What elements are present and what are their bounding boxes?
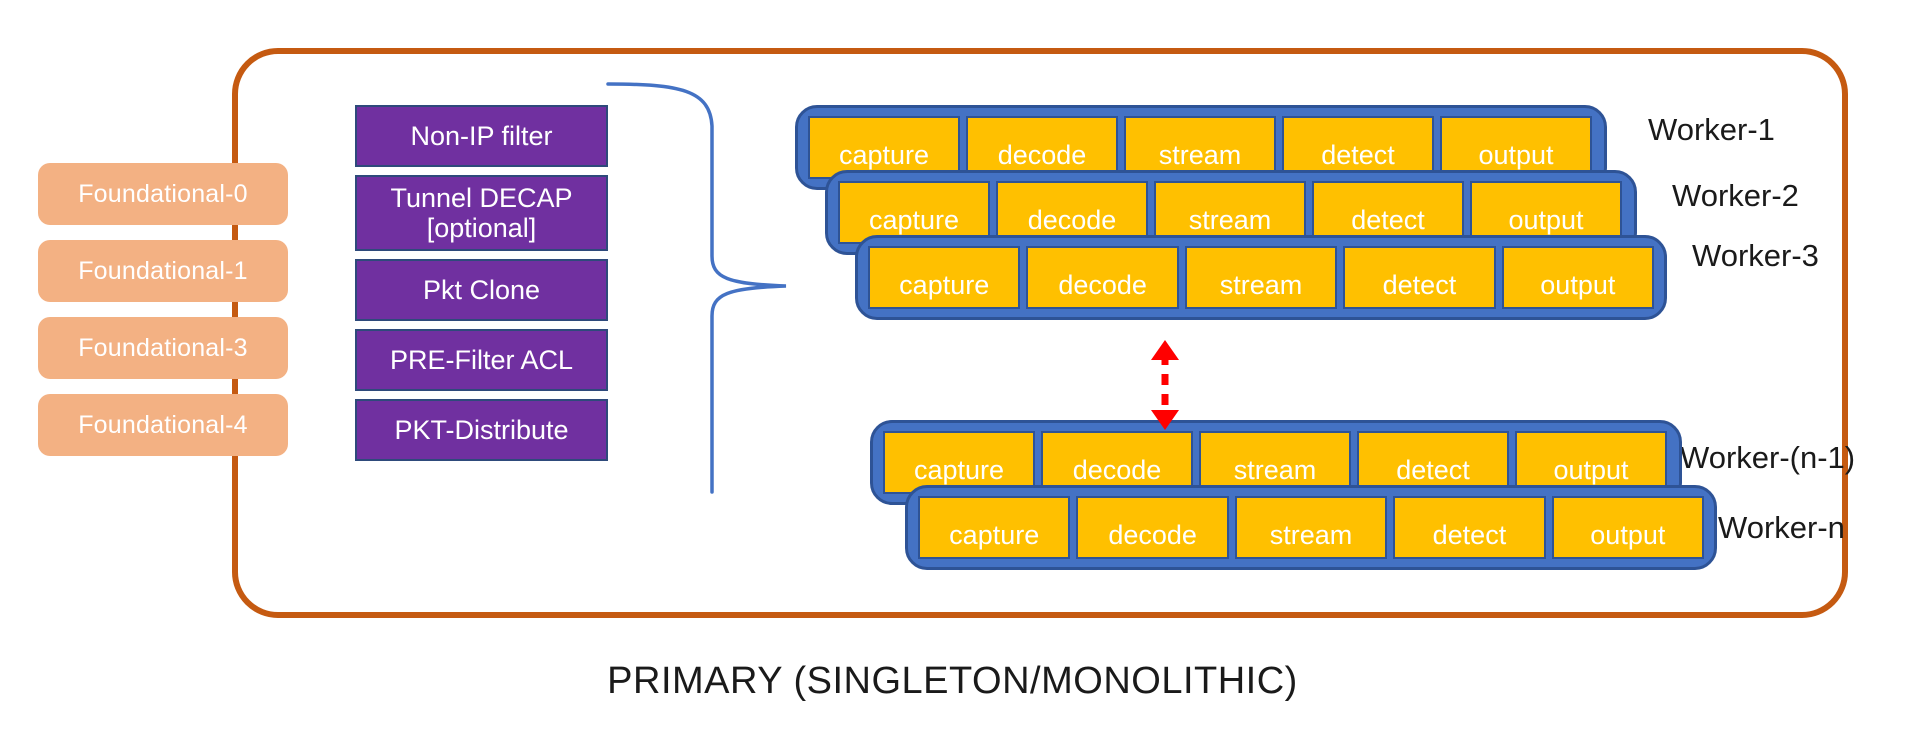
stage-label: output — [1540, 270, 1616, 300]
pipeline-stage-capture[interactable]: capture — [838, 181, 990, 244]
stage-label: stream — [1219, 270, 1303, 300]
curly-brace-right-icon — [606, 82, 787, 494]
pipeline-stage-decode[interactable]: decode — [1076, 496, 1229, 559]
stage-label: detect — [1321, 140, 1395, 170]
pipeline-stage-detect[interactable]: detect — [1282, 116, 1434, 179]
worker-row-n[interactable]: capture decode stream detect output — [905, 485, 1717, 570]
pipeline-stage-detect[interactable]: detect — [1393, 496, 1546, 559]
stage-label: stream — [1269, 520, 1353, 550]
pipeline-stage-output[interactable]: output — [1470, 181, 1622, 244]
primary-stage-label-3: PRE-Filter ACL — [389, 344, 574, 375]
stage-label: decode — [1027, 205, 1117, 235]
foundational-box-0[interactable]: Foundational-0 — [38, 163, 288, 225]
stage-label: output — [1553, 455, 1629, 485]
pipeline-stage-detect[interactable]: detect — [1343, 246, 1496, 309]
stage-label: capture — [838, 140, 930, 170]
stage-label: decode — [1072, 455, 1162, 485]
pipeline-stage-output[interactable]: output — [1551, 496, 1705, 559]
foundational-label-2: Foundational-3 — [78, 333, 248, 362]
stage-label: output — [1590, 520, 1666, 550]
primary-stage-pkt-distribute[interactable]: PKT-Distribute — [355, 399, 608, 461]
stage-label: stream — [1233, 455, 1317, 485]
worker-label-n: Worker-n — [1718, 510, 1845, 545]
stage-label: stream — [1158, 140, 1242, 170]
stage-label: stream — [1188, 205, 1272, 235]
stage-label: detect — [1396, 455, 1470, 485]
stage-label: decode — [997, 140, 1087, 170]
foundational-label-3: Foundational-4 — [78, 410, 248, 439]
pipeline-stage-decode[interactable]: decode — [966, 116, 1118, 179]
pipeline-stage-decode[interactable]: decode — [1041, 431, 1193, 494]
worker-label-2: Worker-2 — [1672, 178, 1799, 213]
foundational-box-2[interactable]: Foundational-3 — [38, 317, 288, 379]
pipeline-stage-capture[interactable]: capture — [918, 496, 1071, 559]
pipeline-stage-output[interactable]: output — [1501, 246, 1655, 309]
primary-stage-label-1: Tunnel DECAP [optional] — [390, 182, 573, 243]
primary-stage-stack: Non-IP filter Tunnel DECAP [optional] Pk… — [355, 105, 608, 469]
foundational-label-1: Foundational-1 — [78, 256, 248, 285]
primary-stage-pkt-clone[interactable]: Pkt Clone — [355, 259, 608, 321]
stage-label: output — [1508, 205, 1584, 235]
stage-label: capture — [868, 205, 960, 235]
bidirectional-dashed-arrow-icon — [1151, 340, 1179, 430]
pipeline-stage-stream[interactable]: stream — [1154, 181, 1306, 244]
pipeline-stage-decode[interactable]: decode — [996, 181, 1148, 244]
diagram-caption: PRIMARY (SINGLETON/MONOLITHIC) — [607, 660, 1298, 702]
pipeline-stage-stream[interactable]: stream — [1234, 496, 1388, 559]
stage-label: decode — [1058, 270, 1147, 300]
worker-label-1: Worker-1 — [1648, 112, 1775, 147]
stage-label: detect — [1351, 205, 1425, 235]
foundational-box-3[interactable]: Foundational-4 — [38, 394, 288, 456]
stage-label: capture — [899, 270, 990, 300]
stage-label: detect — [1432, 520, 1507, 550]
pipeline-stage-detect[interactable]: detect — [1357, 431, 1509, 494]
primary-stage-non-ip-filter[interactable]: Non-IP filter — [355, 105, 608, 167]
pipeline-stage-capture[interactable]: capture — [868, 246, 1021, 309]
primary-stage-label-4: PKT-Distribute — [394, 414, 569, 445]
pipeline-stage-stream[interactable]: stream — [1199, 431, 1351, 494]
primary-stage-pre-filter-acl[interactable]: PRE-Filter ACL — [355, 329, 608, 391]
pipeline-stage-output[interactable]: output — [1515, 431, 1667, 494]
worker-label-n-minus-1: Worker-(n-1) — [1680, 440, 1856, 475]
worker-label-3: Worker-3 — [1692, 238, 1819, 273]
stage-label: decode — [1108, 520, 1197, 550]
pipeline-stage-detect[interactable]: detect — [1312, 181, 1464, 244]
foundational-label-0: Foundational-0 — [78, 179, 248, 208]
pipeline-stage-output[interactable]: output — [1440, 116, 1592, 179]
pipeline-stage-stream[interactable]: stream — [1184, 246, 1338, 309]
stage-label: capture — [949, 520, 1040, 550]
stage-label: output — [1478, 140, 1554, 170]
primary-stage-label-0: Non-IP filter — [410, 120, 553, 151]
pipeline-stage-decode[interactable]: decode — [1026, 246, 1179, 309]
primary-stage-tunnel-decap[interactable]: Tunnel DECAP [optional] — [355, 175, 608, 251]
worker-row-3[interactable]: capture decode stream detect output — [855, 235, 1667, 320]
stage-label: detect — [1382, 270, 1457, 300]
foundational-box-1[interactable]: Foundational-1 — [38, 240, 288, 302]
stage-label: capture — [913, 455, 1005, 485]
primary-stage-label-2: Pkt Clone — [422, 274, 541, 305]
